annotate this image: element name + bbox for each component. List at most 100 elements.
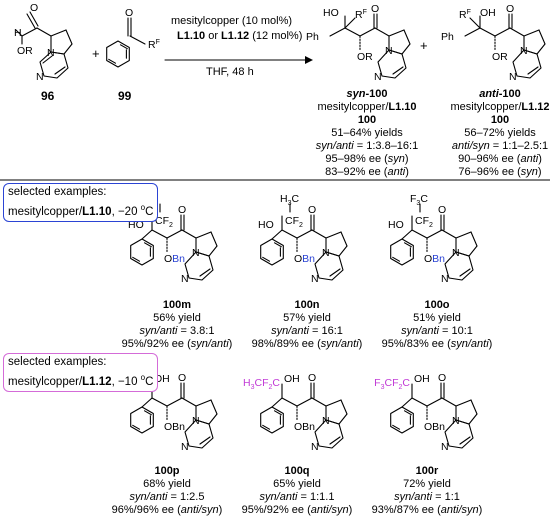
atom-rf-anti: RF: [459, 9, 471, 21]
compound-id: 100q: [284, 465, 309, 477]
syn-yield: 51–64% yields: [331, 127, 403, 139]
atom-cf-top: H3C: [280, 193, 300, 207]
benzene-ring: [130, 406, 154, 434]
benzene-ring: [260, 238, 284, 266]
atom-n-syn: N: [385, 45, 393, 57]
compound-ee: 95%/83% ee (syn/anti): [382, 338, 493, 350]
atom-ho-syn: HO: [323, 7, 339, 19]
anti-yield: 56–72% yields: [464, 127, 536, 139]
compound-id: 100p: [154, 465, 179, 477]
atom-o-99: O: [125, 7, 133, 19]
atom-n: N: [322, 415, 330, 427]
atom-rf-syn: RF: [355, 9, 367, 21]
compound-ratio: syn/anti = 1:1.1: [260, 491, 335, 503]
syn-ee1: 95–98% ee (syn): [325, 153, 408, 165]
compound-yield: 72% yield: [403, 478, 451, 490]
benzene-ring: [260, 406, 284, 434]
anti-summary: anti-100 mesitylcopper/L1.12 100 56–72% …: [450, 88, 549, 178]
syn-line2: mesitylcopper/L1.10: [317, 101, 416, 113]
syn-line3: 100: [358, 114, 376, 126]
anti-ee2: 76–96% ee (syn): [458, 166, 541, 178]
compound-label-99: 99: [118, 89, 132, 103]
atom-oh-anti: OH: [480, 7, 496, 19]
compound-ee: 95%/92% ee (anti/syn): [242, 504, 353, 516]
plus-sign: +: [92, 46, 100, 61]
selected-examples-label-1: selected examples:: [8, 186, 107, 198]
selected-examples-label-2: selected examples:: [8, 356, 107, 368]
atom-obn: OBn: [424, 253, 445, 265]
atom-n-anti: N: [520, 45, 528, 57]
atom-n: N: [192, 247, 200, 259]
atom-cf2: CF2: [415, 215, 433, 229]
compound-ratio: syn/anti = 1:1: [394, 491, 460, 503]
atom-n-pyridine: N: [311, 441, 319, 453]
compound-yield: 57% yield: [283, 312, 331, 324]
compound-ratio: syn/anti = 10:1: [401, 325, 473, 337]
compound-id: 100m: [163, 299, 191, 311]
atom-h: H: [14, 27, 22, 39]
conditions-label-1: mesitylcopper/L1.10, −20 oC: [8, 203, 154, 218]
atom-obn: OBn: [164, 421, 185, 433]
atom-n-pyridine: N: [181, 273, 189, 285]
syn-ratio: syn/anti = 1:3.8–16:1: [316, 140, 418, 152]
atom-obn: OBn: [424, 421, 445, 433]
atom-o-carbonyl: O: [308, 372, 316, 384]
atom-n-pyridine: N: [441, 441, 449, 453]
atom-o-anti: O: [506, 3, 514, 15]
atom-n-pyridine: N: [311, 273, 319, 285]
syn-name: syn-100: [347, 88, 388, 100]
compound-id: 100r: [416, 465, 439, 477]
atom-obn: OBn: [164, 253, 185, 265]
anti-name: anti-100: [479, 88, 521, 100]
compound-ee: 93%/87% ee (anti/syn): [372, 504, 483, 516]
atom-n2-anti: N: [509, 71, 517, 83]
structure-anti-100: [464, 13, 546, 79]
atom-o-carbonyl: O: [178, 204, 186, 216]
atom-n: N: [322, 247, 330, 259]
benzene-ring: [390, 238, 414, 266]
atom-o-carbonyl: O: [308, 204, 316, 216]
atom-or: OR: [17, 45, 33, 57]
compound-ratio: syn/anti = 1:2.5: [130, 491, 205, 503]
compound-id: 100n: [294, 299, 319, 311]
atom-o-carbonyl: O: [438, 372, 446, 384]
atom-n-pyridine: N: [181, 441, 189, 453]
atom-ph-anti: Ph: [441, 31, 454, 43]
compound-ratio: syn/anti = 16:1: [271, 325, 343, 337]
atom-o-syn: O: [371, 3, 379, 15]
benzene-ring: [390, 406, 414, 434]
compound-yield: 51% yield: [413, 312, 461, 324]
compound-ee: 96%/96% ee (anti/syn): [112, 504, 223, 516]
benzene-ring: [130, 238, 154, 266]
atom-or-anti: OR: [492, 51, 508, 63]
atom-cf-top: F3C: [410, 193, 428, 207]
selected-examples-box-2: selected examples: mesitylcopper/L1.12, …: [3, 353, 159, 392]
atom-n: N: [452, 415, 460, 427]
atom-obn: OBn: [294, 421, 315, 433]
atom-n: N: [47, 47, 55, 59]
atom-rf: H3CF2C: [243, 377, 280, 391]
atom-o-carbonyl: O: [178, 372, 186, 384]
compound-yield: 68% yield: [143, 478, 191, 490]
atom-rf: F3CF2C: [374, 377, 410, 391]
atom-n2-syn: N: [374, 71, 382, 83]
atom-oh: OH: [284, 373, 300, 385]
condition-solvent: THF, 48 h: [206, 66, 254, 78]
atom-n: N: [192, 415, 200, 427]
atom-ho: HO: [128, 219, 144, 231]
compound-yield: 56% yield: [153, 312, 201, 324]
atom-n-pyridine: N: [36, 71, 44, 83]
structure-96: [15, 11, 73, 79]
atom-ho: HO: [388, 219, 404, 231]
compound-id: 100o: [424, 299, 449, 311]
compound-ee: 95%/92% ee (syn/anti): [122, 338, 233, 350]
compound-yield: 65% yield: [273, 478, 321, 490]
atom-oh: OH: [414, 373, 430, 385]
